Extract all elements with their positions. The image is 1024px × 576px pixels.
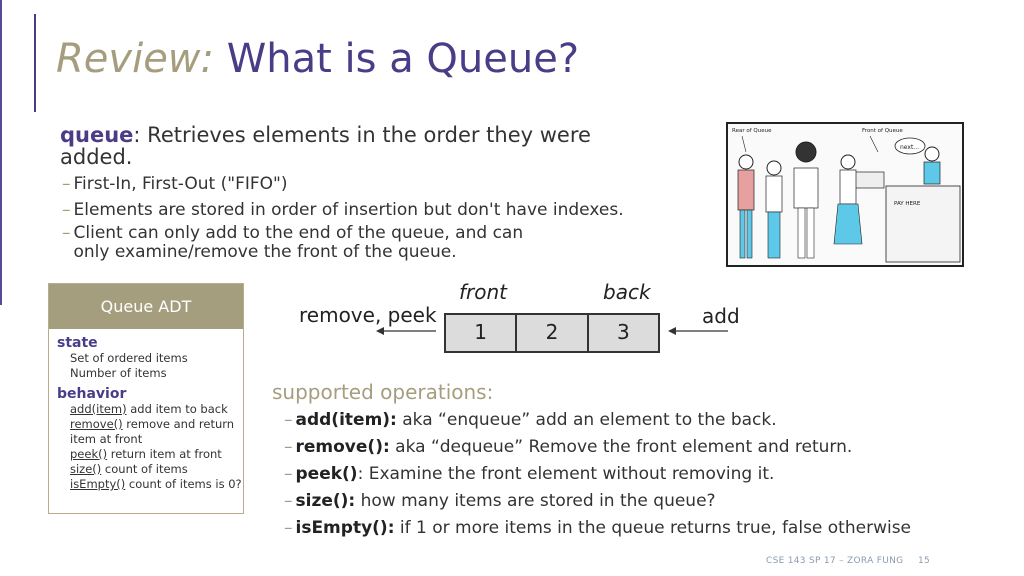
- bullet-text: Elements are stored in order of insertio…: [73, 200, 624, 220]
- page-number: 15: [918, 556, 931, 566]
- edge-accent-bar: [0, 0, 2, 305]
- speech-bubble: [894, 137, 926, 155]
- behavior-desc: remove and return: [122, 417, 235, 431]
- operation-item: –add(item): aka “enqueue” add an element…: [284, 410, 777, 430]
- speech-text: next...: [900, 144, 919, 151]
- behavior-desc: count of items is 0?: [125, 477, 242, 491]
- adt-behavior-item: isEmpty() count of items is 0?: [70, 477, 243, 492]
- operation-name: remove():: [295, 437, 390, 457]
- footer-course: CSE 143 SP 17 – ZORA FUNG: [766, 556, 904, 566]
- operation-name: isEmpty():: [295, 518, 395, 538]
- front-label: front: [459, 280, 508, 304]
- operation-item: –isEmpty(): if 1 or more items in the qu…: [284, 518, 912, 538]
- behavior-desc: item at front: [70, 432, 143, 446]
- rear-label: Rear of Queue: [732, 128, 772, 134]
- queue-cell: 1: [446, 315, 518, 351]
- adt-state-label: state: [57, 335, 98, 351]
- counter: [885, 185, 961, 263]
- behavior-name: remove(): [70, 417, 123, 431]
- right-to-left-arrow-icon: [668, 327, 728, 335]
- behavior-desc: return item at front: [107, 447, 222, 461]
- adt-behavior-item: item at front: [70, 432, 243, 447]
- operation-text: if 1 or more items in the queue returns …: [394, 518, 912, 538]
- queue-adt-box: Queue ADT state Set of ordered items Num…: [48, 283, 244, 514]
- person-icon: [793, 141, 819, 259]
- person-icon: [765, 160, 783, 259]
- behavior-desc: count of items: [101, 462, 188, 476]
- definition-keyword: queue: [60, 123, 134, 147]
- back-label: back: [603, 280, 651, 304]
- operation-item: –size(): how many items are stored in th…: [284, 491, 716, 511]
- behavior-desc: add item to back: [126, 402, 228, 416]
- adt-state-item: Set of ordered items: [70, 351, 188, 365]
- operations-heading: supported operations:: [272, 380, 494, 404]
- person-icon: [737, 154, 755, 259]
- queue-cell: 2: [517, 315, 589, 351]
- remove-peek-label: remove, peek: [299, 303, 437, 327]
- person-icon: [923, 146, 941, 185]
- title-main: What is a Queue?: [226, 36, 580, 82]
- add-label: add: [702, 304, 740, 328]
- adt-state-item: Number of items: [70, 366, 167, 380]
- operation-item: –remove(): aka “dequeue” Remove the fron…: [284, 437, 853, 457]
- left-arrow-icon: [376, 327, 436, 335]
- adt-behavior-item: peek() return item at front: [70, 447, 243, 462]
- behavior-name: isEmpty(): [70, 477, 126, 491]
- operation-name: size():: [295, 491, 356, 511]
- adt-behavior-item: add(item) add item to back: [70, 402, 243, 417]
- operation-name: add(item):: [295, 410, 397, 430]
- queue-diagram: 1 2 3: [444, 313, 660, 353]
- bullet-item: –First-In, First-Out ("FIFO"): [62, 174, 288, 194]
- queue-illustration: Rear of Queue Front of Queue next... PAY…: [726, 122, 964, 267]
- queue-cell: 3: [588, 315, 658, 351]
- bullet-item: –Elements are stored in order of inserti…: [62, 200, 624, 220]
- operation-name: peek(): [295, 464, 358, 484]
- slide-title: Review: What is a Queue?: [56, 36, 579, 82]
- title-review: Review:: [56, 36, 214, 82]
- title-accent-bar: [34, 14, 36, 112]
- sign-text: PAY HERE: [894, 201, 921, 207]
- definition-text: : Retrieves elements in the order they w…: [60, 123, 591, 169]
- operation-text: : Examine the front element without remo…: [357, 464, 775, 484]
- behavior-name: add(item): [70, 402, 127, 416]
- operation-text: aka “dequeue” Remove the front element a…: [389, 437, 853, 457]
- bullet-item: –Client can only add to the end of the q…: [62, 224, 622, 262]
- front-label: Front of Queue: [862, 128, 903, 134]
- bullet-text: First-In, First-Out ("FIFO"): [73, 174, 288, 194]
- adt-title: Queue ADT: [49, 284, 243, 329]
- operation-item: –peek(): Examine the front element witho…: [284, 464, 775, 484]
- behavior-name: peek(): [70, 447, 108, 461]
- adt-behavior-item: remove() remove and return: [70, 417, 243, 432]
- adt-behavior-label: behavior: [57, 386, 127, 402]
- operation-text: aka “enqueue” add an element to the back…: [396, 410, 777, 430]
- bullet-text: Client can only add to the end of the qu…: [73, 223, 524, 262]
- adt-behavior-item: size() count of items: [70, 462, 243, 477]
- person-icon: [833, 154, 863, 245]
- queue-definition: queue: Retrieves elements in the order t…: [60, 124, 620, 168]
- behavior-name: size(): [70, 462, 102, 476]
- operation-text: how many items are stored in the queue?: [355, 491, 716, 511]
